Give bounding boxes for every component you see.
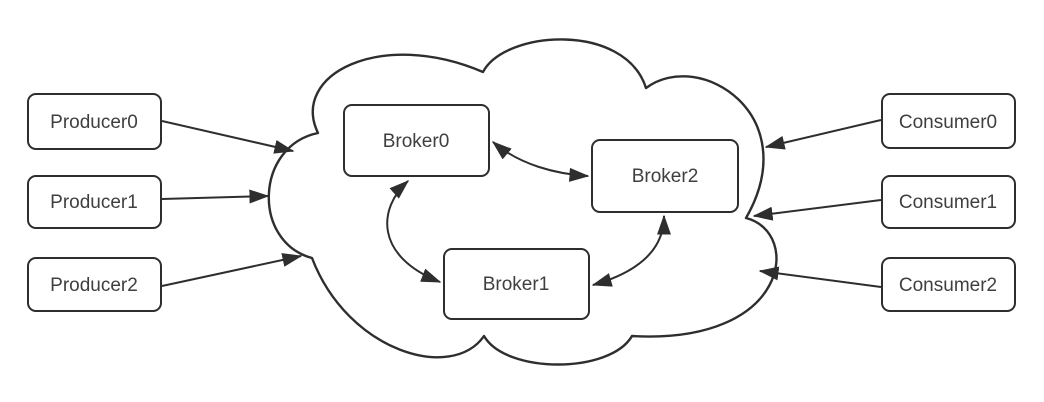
- arrow-consumer2-to-cluster: [758, 266, 882, 288]
- producer0-label: Producer0: [50, 112, 138, 133]
- arrow-producer0-to-cluster: [161, 120, 295, 154]
- producer0-node: Producer0: [27, 93, 162, 150]
- broker0-label: Broker0: [383, 131, 450, 152]
- consumer2-node: Consumer2: [881, 257, 1016, 312]
- producer0-box: [27, 93, 162, 150]
- producer2-label: Producer2: [50, 275, 138, 296]
- arrow-broker0-broker2: [491, 141, 590, 182]
- broker0-node: Broker0: [343, 104, 490, 177]
- producer1-box: [27, 175, 162, 229]
- broker2-label: Broker2: [632, 166, 699, 187]
- arrow-consumer0-to-cluster: [764, 119, 882, 150]
- producer2-node: Producer2: [27, 257, 162, 312]
- arrow-producer1-to-cluster: [161, 189, 270, 204]
- consumer0-label: Consumer0: [899, 112, 997, 133]
- producer1-node: Producer1: [27, 175, 162, 229]
- arrow-broker1-broker2: [591, 214, 671, 287]
- consumer0-node: Consumer0: [881, 93, 1016, 149]
- consumer0-box: [881, 93, 1016, 149]
- broker0-box: [343, 104, 490, 177]
- broker1-box: [443, 248, 590, 320]
- broker1-label: Broker1: [483, 274, 550, 295]
- arrow-broker0-broker1: [386, 180, 442, 283]
- producer2-box: [27, 257, 162, 312]
- consumer1-node: Consumer1: [881, 175, 1016, 229]
- arrow-consumer1-to-cluster: [752, 199, 882, 221]
- consumer1-box: [881, 175, 1016, 229]
- consumer2-label: Consumer2: [899, 275, 997, 296]
- consumer2-box: [881, 257, 1016, 312]
- broker2-node: Broker2: [591, 139, 739, 213]
- broker1-node: Broker1: [443, 248, 590, 320]
- broker2-box: [591, 139, 739, 213]
- arrow-producer2-to-cluster: [161, 253, 303, 287]
- consumer1-label: Consumer1: [899, 192, 997, 213]
- producer1-label: Producer1: [50, 192, 138, 213]
